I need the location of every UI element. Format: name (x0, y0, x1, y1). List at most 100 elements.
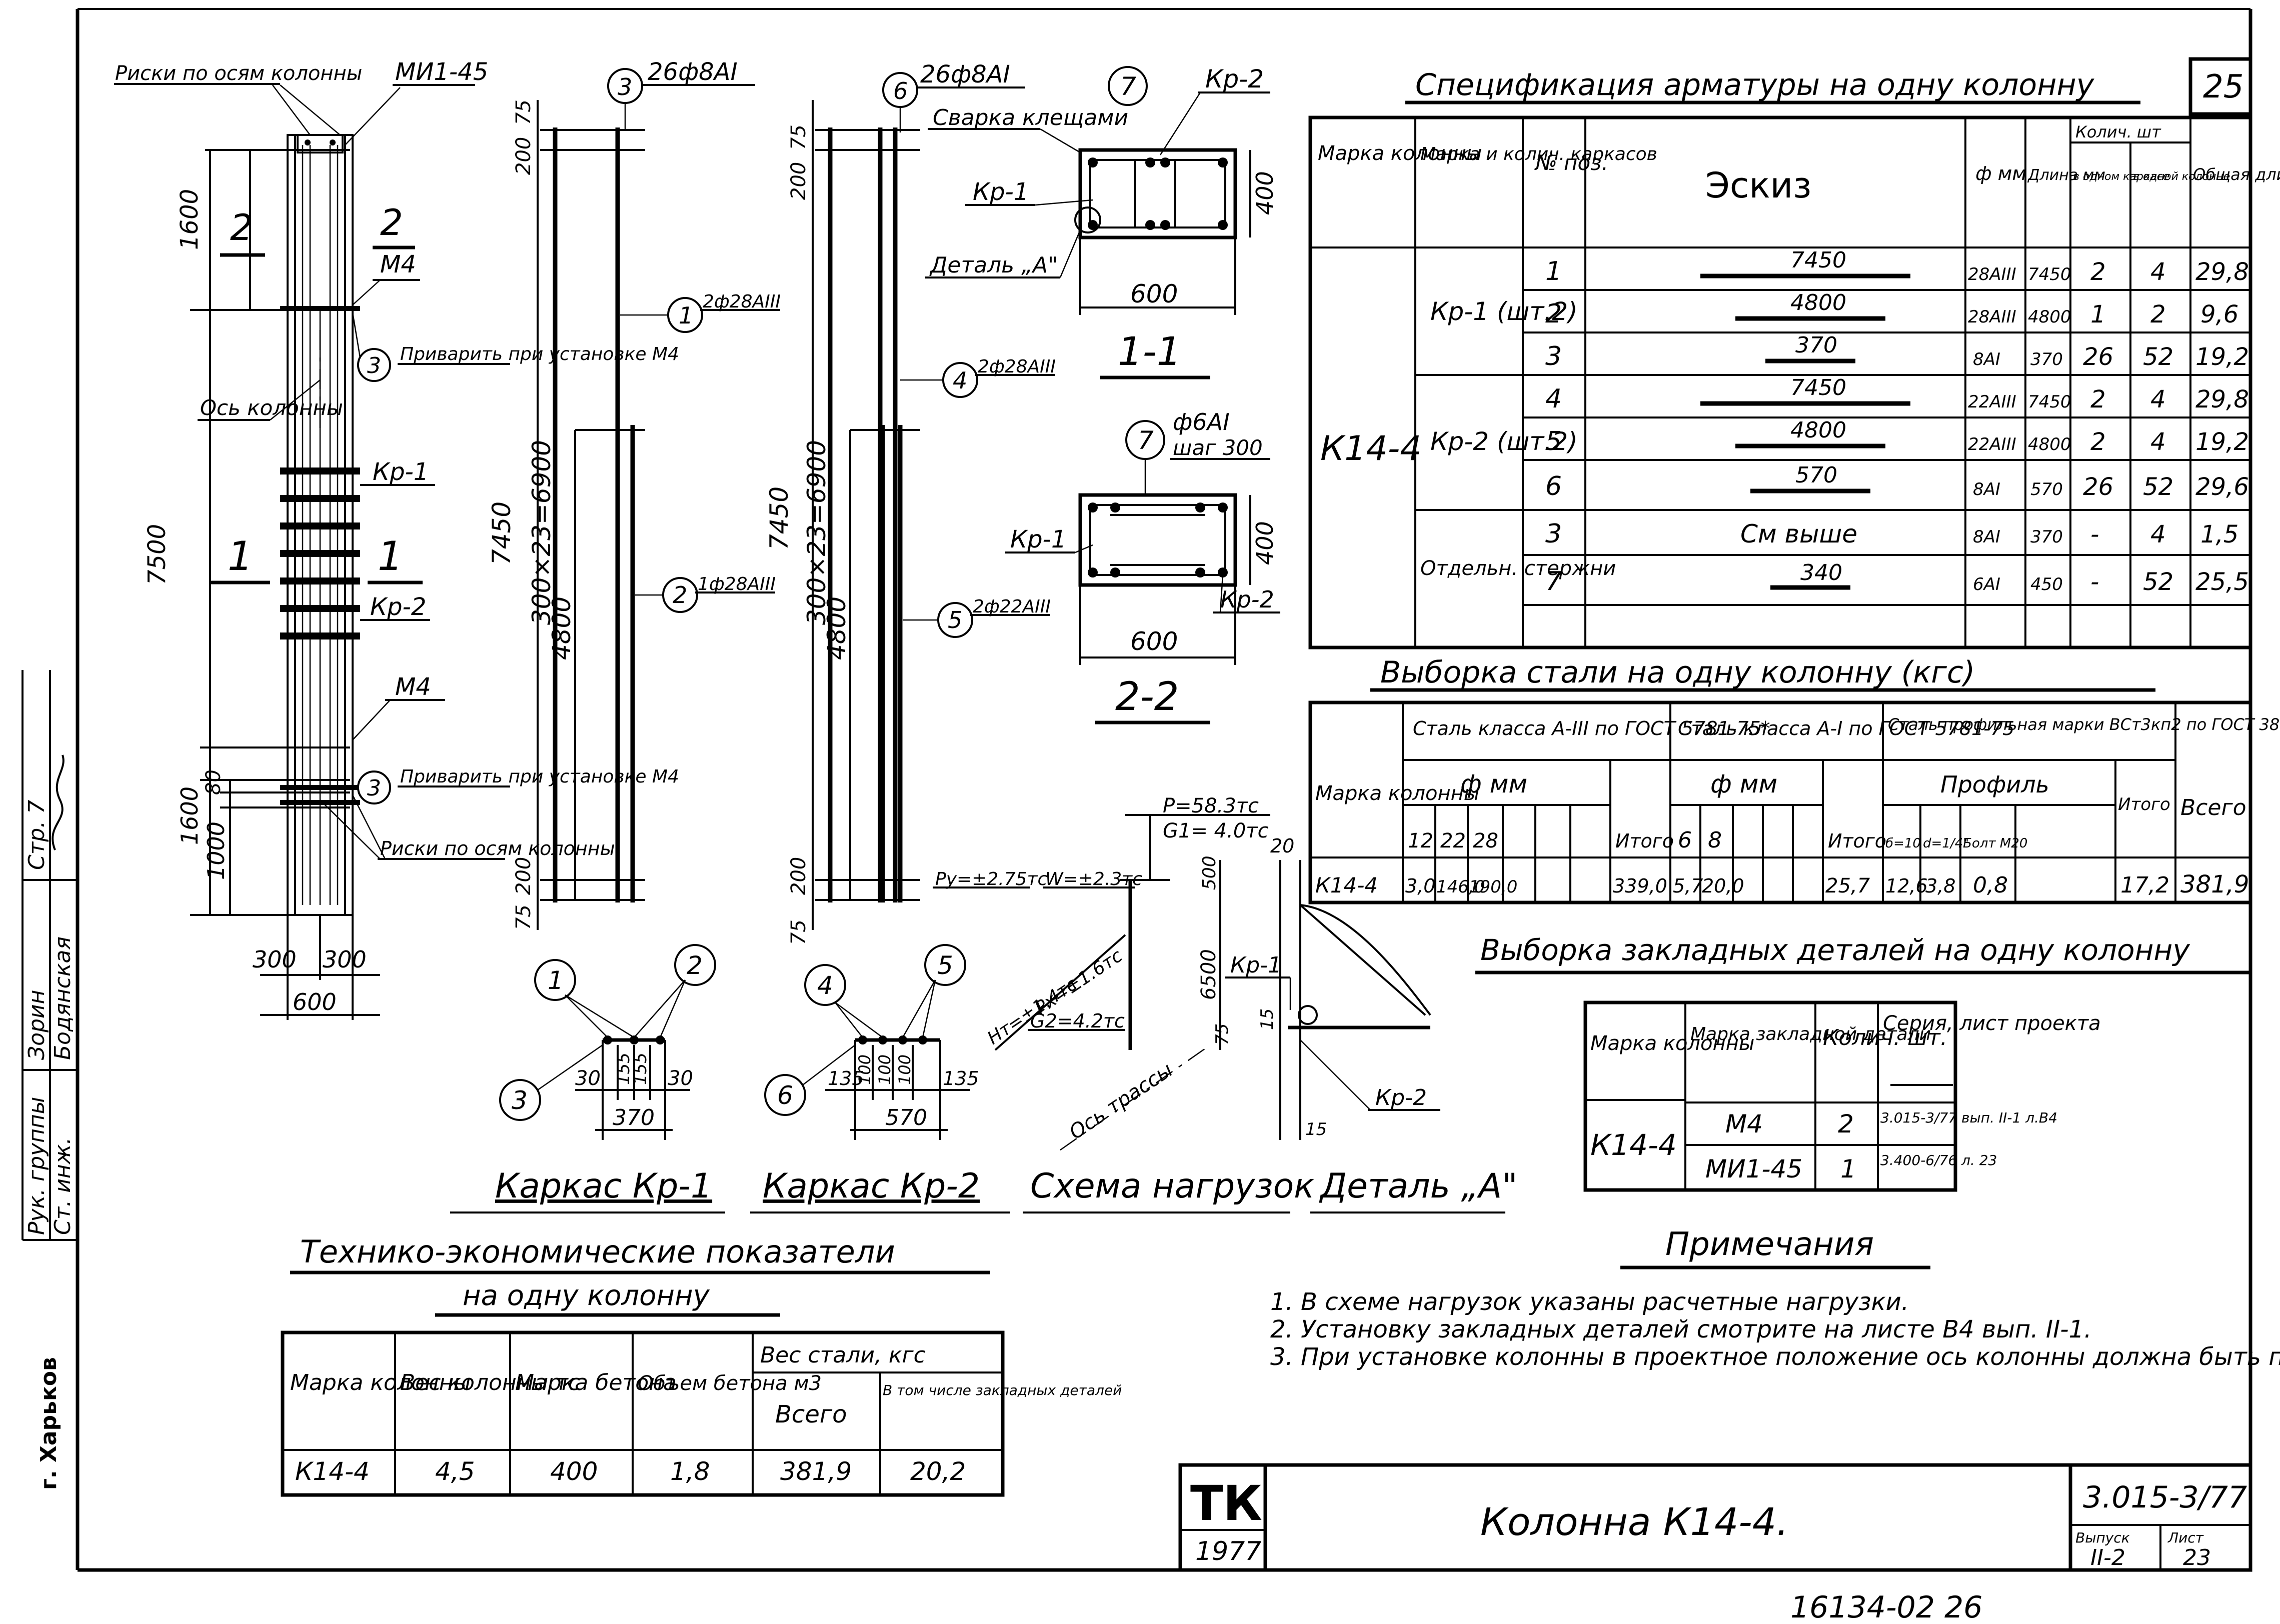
spec-group1: Кр-1 (шт.2) (1430, 297, 1578, 326)
spec-r5-q1: 2 (2090, 428, 2106, 456)
spec-h-dia: ф мм (1975, 162, 2026, 184)
spec-r1-pos: 1 (1545, 256, 1562, 286)
steel-prof-v2: 3,8 (1925, 875, 1955, 897)
spec-r6-dia: 8АI (1973, 480, 2000, 500)
emb-r2-series: 3.400-6/76 л. 23 (1880, 1152, 1997, 1168)
steel-a1-v1: 5,7 (1673, 875, 1703, 897)
tech-v-weight: 4,5 (435, 1457, 475, 1486)
kr2-sec-dim-c: 100 (875, 1054, 894, 1085)
spec-r7-total: 1,5 (2200, 520, 2238, 548)
spec-r8-q1: - (2090, 568, 2099, 596)
tech-h-steel-emb: В том числе закладных деталей (883, 1382, 1122, 1398)
emb-r1-series: 3.015-3/77 вып. II-1 л.В4 (1880, 1110, 2057, 1126)
note-1: 1. В схеме нагрузок указаны расчетные на… (1270, 1288, 1909, 1316)
spec-r5-total: 19,2 (2195, 428, 2249, 456)
spec-r2-len: 4800 (2028, 307, 2071, 327)
kr2-dim200-bot: 200 (787, 857, 810, 895)
emb-r1-qty: 2 (1838, 1110, 1854, 1138)
mi-label: МИ1-45 (395, 58, 488, 86)
spec-r1-len: 7450 (2028, 264, 2071, 284)
stamp-role-2: Ст. инж. (50, 1138, 76, 1235)
emb-h-mark: Марка закладной детали (1690, 1024, 1931, 1044)
steel-phi1: ф мм (1460, 770, 1527, 798)
frame-kr1: 3 26ф8АI 75 200 300×23=6900 7450 4800 20… (450, 58, 781, 1214)
steel-prof-c1: б=10 (1885, 836, 1921, 851)
detA-dim20: 20 (1270, 835, 1294, 857)
sec1-left: 1 (228, 533, 253, 580)
kr1-sec-pos3: 3 (512, 1086, 528, 1115)
stamp-name-2: Бодянская (50, 936, 76, 1060)
city-label: г. Харьков (36, 1357, 62, 1490)
kr2-dim-span: 300×23=6900 (802, 440, 831, 625)
steel-a3-d3: 28 (1473, 830, 1498, 852)
kr2-sec-dim-d: 100 (895, 1054, 914, 1085)
spec-r7-q1: - (2090, 520, 2099, 548)
detA-dim15b: 15 (1305, 1120, 1327, 1140)
emb-h-series: Серия, лист проекта (1883, 1012, 2101, 1035)
left-stamp: Рук. группы Зорин Ст. инж. Бодянская Стр… (22, 670, 78, 1490)
tech-title2: на одну колонну (463, 1280, 710, 1312)
kr2-pos-circle: 6 (893, 78, 908, 104)
spec-r7-sketch: См выше (1740, 520, 1857, 548)
kr1-dim75-bot: 75 (512, 904, 535, 930)
steel-itogo1: Итого (1615, 830, 1674, 852)
spec-r7-pos: 3 (1545, 519, 1562, 549)
s22-bar: ф6АI (1173, 408, 1230, 436)
kr2-bar-callout: 26ф8АI (920, 60, 1010, 88)
notes: Примечания 1. В схеме нагрузок указаны р… (1270, 1226, 2280, 1371)
tech-v-concrete: 400 (550, 1457, 598, 1486)
spec-r2-pos: 2 (1545, 299, 1562, 329)
kr2-sec-dim-e: 135 (943, 1068, 979, 1090)
section-1-1: 7 Кр-2 Сварка клещами Кр-1 Деталь „А" 40… (925, 64, 1278, 380)
emb-r2-qty: 1 (1840, 1154, 1856, 1184)
detA-dim15a: 15 (1257, 1008, 1277, 1030)
spec-rows: 1 7450 28АIII 7450 2 4 29,8 2 4800 28АII… (1545, 248, 2249, 596)
col-dim-w2: 300 (323, 946, 367, 973)
spec-r1-q1: 2 (2090, 258, 2106, 286)
kr1-sec-pos1: 1 (548, 966, 564, 995)
kr2-dim75-bot: 75 (787, 920, 810, 945)
sec1-right: 1 (378, 533, 403, 580)
tech-h-volume: Объем бетона м3 (638, 1372, 822, 1395)
col-dim-w: 600 (293, 988, 337, 1016)
detA-kr2: Кр-2 (1375, 1085, 1427, 1110)
steel-a1-total: 25,7 (1825, 874, 1870, 898)
steel-a3-v1: 3,0 (1405, 875, 1435, 897)
steel-a1-h: Сталь класса А-I по ГОСТ 5781-75 (1678, 718, 2014, 740)
s22-h: 400 (1251, 521, 1278, 565)
kr2-sec-dim-b: 100 (855, 1054, 874, 1085)
column-view: Риски по осям колонны МИ1-45 (114, 58, 679, 1020)
spec-r4-q2: 4 (2150, 386, 2166, 414)
kr2-sec-width: 570 (885, 1105, 927, 1130)
steel-vsego: Всего (2180, 795, 2246, 820)
spec-h-len: Длина мм (2027, 166, 2105, 184)
frame-kr2: 6 26ф8АI 75 200 300×23=6900 7450 4800 20… (750, 60, 1056, 1214)
section-2-2: 7 ф6АI шаг 300 Кр-1 Кр-2 400 600 2-2 (1005, 408, 1280, 724)
col-circle3-bot: 3 (367, 776, 381, 801)
spec-r4-pos: 4 (1545, 384, 1562, 414)
spec-r5-q2: 4 (2150, 428, 2166, 456)
tech-v-mark: К14-4 (295, 1457, 370, 1486)
spec-r2-sketch: 4800 (1790, 290, 1846, 316)
spec-r4-q1: 2 (2090, 386, 2106, 414)
spec-group3: Отдельн. стержни (1420, 557, 1616, 580)
note3-bot: Приварить при установке М4 (400, 766, 679, 787)
kr1-sec-width: 370 (613, 1105, 655, 1130)
note-2: 2. Установку закладных деталей смотрите … (1270, 1316, 2091, 1344)
col-dim-bot3: 80 (202, 770, 225, 795)
sheet-no: 25 (2203, 68, 2243, 106)
kr2-dim200-top: 200 (787, 162, 810, 200)
kr1-label: Кр-1 (373, 458, 429, 486)
kr2-label: Кр-2 (370, 593, 426, 621)
spec-r4-dia: 22АIII (1968, 392, 2016, 412)
load-py: Py=±2.75тс (935, 869, 1047, 890)
load-scheme: P=58.3тс G1= 4.0тс Py=±2.75тс W=±2.3тс 5… (933, 794, 1314, 1214)
col-circle3-top: 3 (367, 353, 381, 378)
kr1-sec-dim-a: 30 (575, 1067, 601, 1090)
col-dim-bot1: 1600 (176, 786, 203, 845)
kr1-dim-len: 7450 (487, 502, 516, 565)
spec-r5-pos: 5 (1545, 426, 1562, 456)
steel-prof-c3: Болт М20 (1963, 836, 2027, 851)
tech-v-steel-emb: 20,2 (910, 1457, 966, 1486)
